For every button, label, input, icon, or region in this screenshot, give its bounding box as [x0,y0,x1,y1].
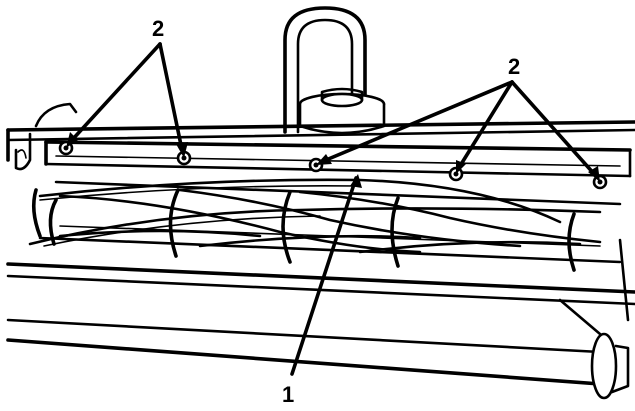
leader-lines [70,42,598,376]
top-frame [6,102,635,171]
callout-label-2-left: 2 [152,16,164,41]
arrowheads [66,132,600,188]
rear-roller [6,238,635,400]
lifting-handle [283,6,367,134]
bedbar-plate [44,140,632,178]
callout-label-1: 1 [282,382,294,407]
callout-label-2-right: 2 [508,54,520,79]
reel-cylinder [28,178,622,272]
